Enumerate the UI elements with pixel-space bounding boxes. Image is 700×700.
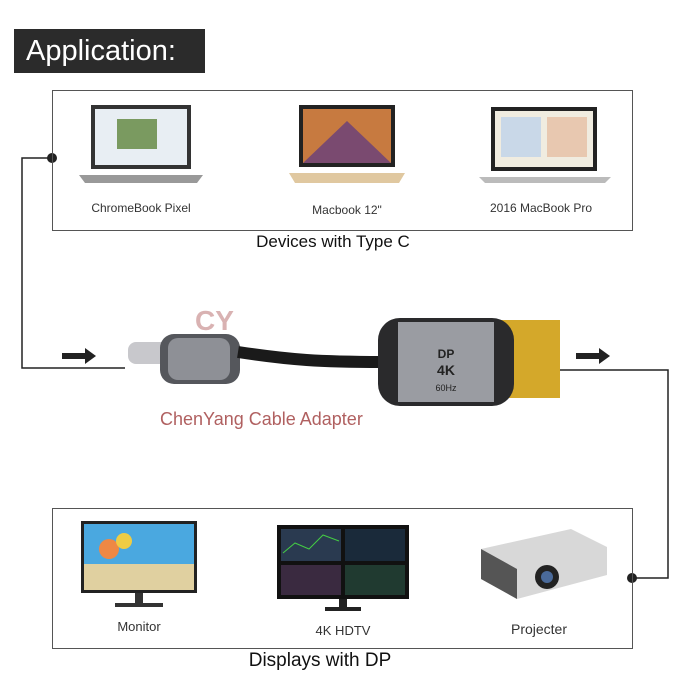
arrow-icon <box>576 348 610 364</box>
monitor-image <box>81 521 197 607</box>
plug-text: 4K <box>437 362 455 378</box>
usb-c-to-dp-cable-image: DP 4K 60Hz CY ChenYang Cable Adapter <box>128 305 560 429</box>
arrow-icon <box>62 348 96 364</box>
display-label: Monitor <box>117 619 161 634</box>
application-title: Application: <box>14 29 205 73</box>
display-label: Projecter <box>510 621 568 637</box>
device-label: Macbook 12" <box>312 203 382 217</box>
devices-caption: Devices with Type C <box>256 232 410 251</box>
device-label: 2016 MacBook Pro <box>489 201 593 215</box>
watermark-logo: CY <box>195 305 234 336</box>
plug-text: 60Hz <box>435 383 457 393</box>
watermark-text: ChenYang Cable Adapter <box>160 409 363 429</box>
chromebook-laptop-image <box>79 105 203 183</box>
displays-box: Monitor 4K HDTV Projecter <box>52 508 633 649</box>
plug-text: DP <box>438 347 455 361</box>
displays-caption: Displays with DP <box>248 650 392 671</box>
devices-box: ChromeBook Pixel Macbook 12" 2016 MacBoo… <box>52 90 633 231</box>
projector-image <box>481 529 607 599</box>
macbook-pro-image <box>479 107 611 183</box>
4k-hdtv-image <box>277 525 409 611</box>
macbook-12-image <box>289 105 405 183</box>
device-label: ChromeBook Pixel <box>91 201 191 215</box>
display-label: 4K HDTV <box>315 623 371 638</box>
